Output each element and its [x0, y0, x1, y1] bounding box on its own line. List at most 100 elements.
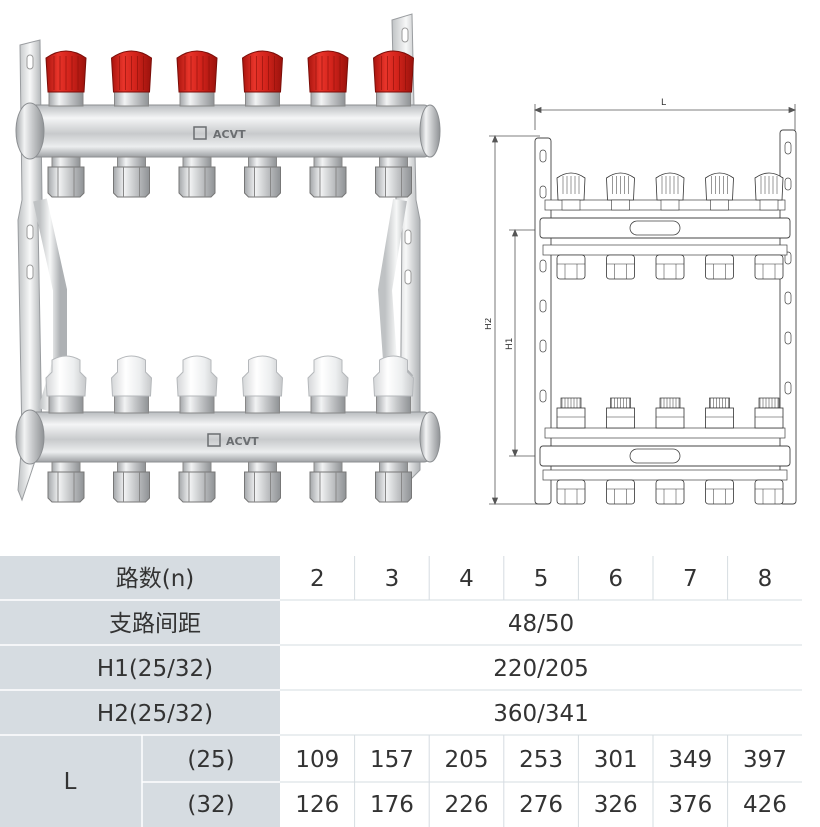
L32-value-cell: 126 [295, 792, 339, 818]
row-label-spacing: 支路间距 [109, 611, 201, 637]
bracket-slot [784, 291, 792, 305]
dimension-L-label: L [661, 98, 666, 108]
n-value-cell: 2 [310, 566, 325, 592]
drawing-lockshield [705, 397, 734, 429]
row-label-h1: H1(25/32) [97, 656, 213, 682]
outlet-fitting [244, 461, 281, 503]
dimension-L [533, 104, 797, 130]
L32-value-cells: 126 176 226 276 326 376 426 [295, 792, 787, 818]
drawing-lockshield [754, 397, 784, 429]
white-valve-cap [110, 355, 153, 414]
red-valve-caps [45, 50, 415, 107]
outlet-fitting [178, 461, 216, 503]
manifold-photo: ACVT ACVT [15, 13, 441, 503]
drawing-outlet [606, 479, 635, 505]
outlet-fitting [178, 156, 216, 198]
drawing-outlet [705, 479, 734, 505]
drawing-valve-cap [754, 172, 784, 211]
h2-value: 360/341 [493, 701, 589, 727]
white-valve-cap [45, 355, 87, 414]
red-valve-cap [110, 50, 153, 107]
L25-value-cell: 397 [743, 747, 787, 773]
drawing-bottom-bar [539, 427, 791, 481]
outlet-fitting [244, 156, 281, 198]
white-valve-cap [176, 355, 218, 414]
drawing-top-valves [556, 172, 784, 211]
bracket-slot [784, 331, 792, 345]
white-valve-cap [307, 355, 349, 414]
drawing-outlet [754, 479, 784, 505]
bottom-manifold-bar: ACVT [15, 409, 441, 465]
red-valve-cap [372, 50, 415, 107]
table-header-column [0, 556, 280, 827]
row-label-L-32: (32) [187, 792, 234, 818]
red-valve-cap [176, 50, 218, 107]
L32-value-cell: 226 [445, 792, 489, 818]
outlet-fitting [47, 461, 85, 503]
drawing-outlet [556, 254, 586, 280]
white-valve-cap [372, 355, 415, 414]
outlet-fitting [113, 461, 150, 503]
n-value-cell: 3 [385, 566, 400, 592]
dimension-H1-label: H1 [505, 338, 515, 351]
bracket-slot [784, 177, 792, 191]
bracket-slot [539, 185, 547, 199]
outlet-fitting [309, 156, 347, 198]
red-valve-cap [241, 50, 284, 107]
table-row-dividers [0, 599, 280, 827]
L25-value-cell: 205 [445, 747, 489, 773]
drawing-valve-cap [606, 172, 635, 211]
L32-value-cell: 276 [519, 792, 563, 818]
n-value-cell: 6 [608, 566, 623, 592]
n-value-cell: 4 [459, 566, 474, 592]
table-body-dividers [280, 599, 802, 783]
drawing-outlet [754, 254, 784, 280]
bracket-slot [539, 389, 547, 403]
L32-value-cell: 426 [743, 792, 787, 818]
drawing-valve-cap [556, 172, 586, 211]
L32-value-cell: 176 [370, 792, 414, 818]
drawing-lockshield [606, 397, 635, 429]
L25-value-cell: 253 [519, 747, 563, 773]
L25-value-cell: 157 [370, 747, 414, 773]
drawing-valve-cap [655, 172, 685, 211]
L32-value-cell: 376 [668, 792, 712, 818]
h1-value: 220/205 [493, 656, 589, 682]
drawing-bottom-outlets [556, 479, 784, 505]
red-valve-cap [45, 50, 87, 107]
dimension-H2 [489, 134, 540, 506]
n-value-cell: 5 [534, 566, 549, 592]
bracket-slot [539, 339, 547, 353]
table-column-dividers [354, 556, 729, 827]
red-valve-cap [307, 50, 349, 107]
n-value-cell: 8 [758, 566, 773, 592]
dimension-H1 [509, 228, 545, 458]
row-label-n: 路数(n) [116, 566, 195, 592]
L32-value-cell: 326 [594, 792, 638, 818]
n-value-cell: 7 [683, 566, 698, 592]
bracket-slot [784, 141, 792, 155]
white-valve-caps [45, 355, 415, 414]
outlet-fitting [375, 461, 412, 503]
outlet-fitting [375, 156, 412, 198]
bottom-outlet-fittings [47, 461, 412, 503]
bracket-slot [539, 259, 547, 273]
row-label-L: L [64, 769, 77, 795]
drawing-bottom-valves [556, 397, 784, 429]
row-label-h2: H2(25/32) [97, 701, 213, 727]
drawing-lockshield [556, 397, 586, 429]
outlet-fitting [113, 156, 150, 198]
n-value-cells: 2 3 4 5 6 7 8 [310, 566, 772, 592]
top-outlet-fittings [47, 156, 412, 198]
bottom-brand-label: ACVT [226, 435, 259, 448]
L25-value-cell: 301 [594, 747, 638, 773]
spacing-value: 48/50 [508, 611, 574, 637]
top-brand-label: ACVT [213, 128, 246, 141]
spec-table: 路数(n) 支路间距 H1(25/32) H2(25/32) L (25) (3… [0, 556, 802, 827]
drawing-outlet [556, 479, 586, 505]
technical-drawing: L H2 H1 [485, 98, 797, 506]
L25-value-cell: 349 [668, 747, 712, 773]
drawing-top-outlets [556, 254, 784, 280]
top-manifold-bar: ACVT [15, 102, 441, 160]
